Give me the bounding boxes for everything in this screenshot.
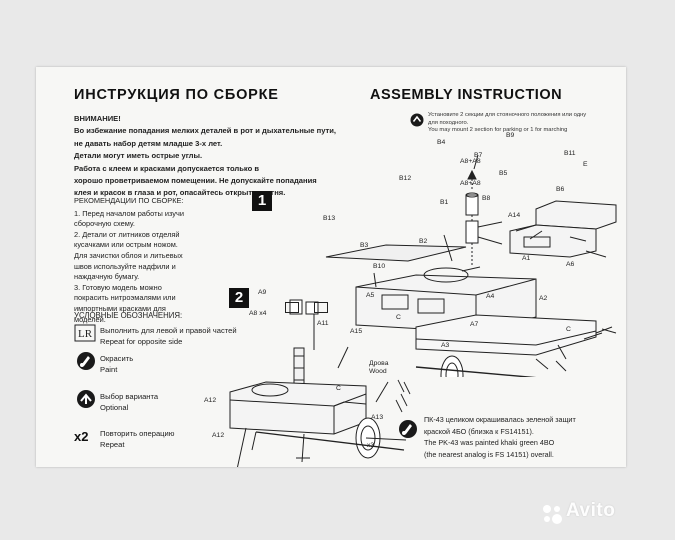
- option-icon: [76, 389, 96, 409]
- recommendation-line: швов используйте надфили и: [74, 261, 176, 271]
- lr-icon: [285, 300, 299, 313]
- wood-label-ru: Дрова: [369, 360, 389, 367]
- part-label: A3: [441, 342, 450, 349]
- wood-label-en: Wood: [369, 368, 387, 375]
- legend-ru: Окрасить: [100, 354, 134, 363]
- part-label: A5: [366, 292, 375, 299]
- legend-heading: УСЛОВНЫЕ ОБОЗНАЧЕНИЯ:: [74, 311, 183, 320]
- recommendation-line: 3. Готовую модель можно: [74, 282, 162, 292]
- warning-heading: ВНИМАНИЕ!: [74, 114, 121, 123]
- paint-note-line: The PK-43 was painted khaki green 4BO: [424, 438, 555, 447]
- parking-note: Установите 2 секции для стояночного поло…: [428, 112, 588, 135]
- part-label: B7: [474, 152, 483, 159]
- lr-icon: LR: [74, 324, 96, 342]
- recommendations-heading: РЕКОМЕНДАЦИИ ПО СБОРКЕ:: [74, 196, 184, 205]
- recommendation-line: наждачную бумагу.: [74, 272, 140, 282]
- title-english: ASSEMBLY INSTRUCTION: [370, 87, 563, 103]
- part-label: A14: [508, 212, 521, 219]
- paint-note: ПК-43 целиком окрашивалась зеленой защит…: [424, 414, 576, 460]
- part-label: A15: [350, 328, 363, 335]
- part-label: A12: [212, 432, 225, 439]
- part-label: C: [396, 314, 401, 321]
- lr-symbol: LR: [78, 328, 93, 340]
- part-label: x3: [367, 442, 375, 449]
- paint-note-line: (the nearest analog is FS 14151) overall…: [424, 449, 554, 459]
- paint-icon: [398, 419, 418, 439]
- legend-en: Paint: [100, 365, 118, 374]
- recommendation-line: 1. Перед началом работы изучи: [74, 208, 184, 218]
- legend-en: Repeat for opposite side: [100, 337, 183, 346]
- warning-line: Детали могут иметь острые углы.: [74, 151, 203, 161]
- paint-note-line: ПК-43 целиком окрашивалась зеленой защит: [424, 415, 576, 424]
- parking-note-en: You may mount 2 section for parking or 1…: [428, 127, 568, 134]
- recommendation-line: моделей.: [74, 314, 106, 324]
- part-label: A1: [522, 255, 531, 262]
- part-label: A8 x4: [249, 310, 267, 317]
- recommendation-line: покрасить нитроэмалями или: [74, 293, 176, 303]
- part-label: B6: [556, 186, 565, 193]
- instruction-sheet: ИНСТРУКЦИЯ ПО СБОРКЕ ASSEMBLY INSTRUCTIO…: [36, 67, 626, 467]
- legend-item-lr: Выполнить для левой и правой частей Repe…: [100, 325, 237, 347]
- legend-item-paint: Окрасить Paint: [100, 353, 133, 375]
- paint-icon: [76, 351, 96, 371]
- part-label: B13: [323, 215, 336, 222]
- legend-ru: Повторить операцию: [100, 429, 175, 438]
- part-label: A9: [258, 289, 267, 296]
- legend-en: Repeat: [100, 440, 125, 449]
- parking-note-ru: Установите 2 секции для стояночного поло…: [428, 112, 587, 126]
- part-label: A8+A8: [460, 180, 481, 187]
- paint-note-line: краской 4БО (близка к FS14151).: [424, 426, 534, 436]
- watermark-text: Avito: [566, 500, 616, 521]
- legend-ru: Выбор варианта: [100, 392, 159, 401]
- legend-item-repeat: Повторить операцию Repeat: [100, 428, 174, 450]
- warning-block: ВНИМАНИЕ! Во избежание попадания мелких …: [74, 113, 336, 200]
- part-label: A13: [371, 414, 384, 421]
- part-label: B12: [399, 175, 412, 182]
- part-label: A2: [539, 295, 548, 302]
- part-label: B3: [360, 242, 369, 249]
- part-label: B2: [419, 238, 428, 245]
- part-label: B5: [499, 170, 508, 177]
- recommendation-line: Для зачистки облоя и литьевых: [74, 250, 183, 260]
- option-icon: [410, 113, 424, 127]
- part-label: B11: [564, 150, 576, 157]
- part-label: C: [566, 326, 571, 333]
- recommendation-line: 2. Детали от литников отделяй: [74, 229, 180, 239]
- part-label: A8+A8: [460, 158, 481, 165]
- watermark-logo-icon: [541, 503, 563, 525]
- part-label: A11: [317, 320, 329, 327]
- recommendations-block: РЕКОМЕНДАЦИИ ПО СБОРКЕ: 1. Перед началом…: [74, 196, 184, 325]
- part-label: B8: [482, 195, 491, 202]
- legend-item-optional: Выбор варианта Optional: [100, 391, 158, 413]
- lr-icon: [314, 300, 328, 313]
- warning-line: Во избежание попадания мелких деталей в …: [74, 126, 337, 136]
- recommendation-line: кусачками или острым ножом.: [74, 240, 178, 250]
- step-2-badge: 2: [229, 288, 249, 308]
- part-label: B4: [437, 139, 446, 146]
- step-1-drawing: [325, 154, 617, 377]
- warning-line: хорошо проветриваемом помещении. Не допу…: [74, 176, 317, 186]
- warning-line: клея и красок в глаза и рот, опасайтесь …: [74, 188, 286, 198]
- repeat-icon: x2: [74, 429, 89, 444]
- wood-label: Дрова Wood: [369, 360, 388, 376]
- step-1-badge: 1: [252, 191, 272, 211]
- part-label: A12: [204, 397, 217, 404]
- part-label: B1: [440, 199, 449, 206]
- legend-ru: Выполнить для левой и правой частей: [100, 326, 237, 335]
- warning-line: не давать набор детям младше 3-х лет.: [74, 138, 223, 148]
- part-label: A7: [470, 321, 479, 328]
- recommendation-line: импортными красками для: [74, 303, 166, 313]
- part-label: C: [336, 385, 341, 392]
- title-russian: ИНСТРУКЦИЯ ПО СБОРКЕ: [74, 87, 279, 103]
- part-label: B10: [373, 263, 386, 270]
- part-label: E: [583, 161, 588, 168]
- recommendation-line: сборочную схему.: [74, 219, 135, 229]
- part-label: B9: [506, 132, 515, 139]
- part-label: A6: [566, 261, 575, 268]
- part-label: A4: [486, 293, 495, 300]
- warning-line: Работа с клеем и красками допускается то…: [74, 163, 259, 173]
- legend-en: Optional: [100, 403, 129, 412]
